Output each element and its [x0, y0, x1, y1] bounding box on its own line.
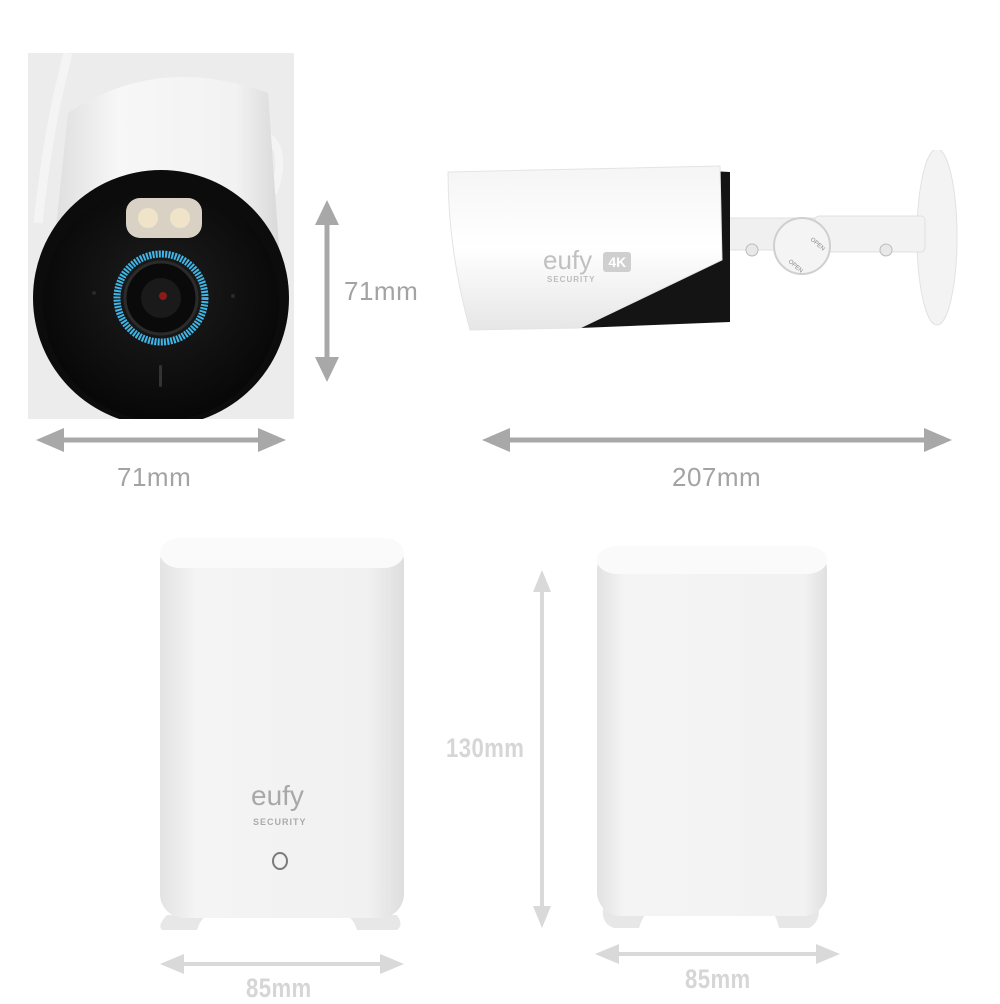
camera-side-subtext: SECURITY — [547, 275, 596, 284]
lens-ring — [113, 250, 209, 346]
brand-logo-text: eufy — [543, 245, 593, 275]
homebase-height-label: 130mm — [446, 733, 525, 763]
homebase-front-width-label: 85mm — [246, 973, 312, 1003]
homebase-front-width-arrow — [160, 952, 404, 976]
camera-height-label: 71mm — [344, 276, 419, 306]
homebase-side-width-arrow — [595, 942, 840, 966]
homebase-status-led-icon — [272, 852, 288, 870]
camera-width-label: 71mm — [117, 462, 192, 492]
camera-side-brand: eufy 4K — [543, 245, 632, 276]
camera-front-illustration — [33, 53, 289, 419]
camera-width-arrow — [36, 425, 286, 455]
homebase-front-illustration — [157, 535, 407, 945]
homebase-brand-logo: eufy — [251, 780, 304, 811]
homebase-side-illustration — [594, 543, 830, 943]
camera-length-arrow — [482, 425, 952, 455]
camera-side-illustration: OPEN OPEN — [440, 150, 960, 340]
height-dimension-arrow — [312, 200, 342, 382]
homebase-side-width-label: 85mm — [685, 964, 751, 994]
homebase-brand-subtext: SECURITY — [253, 817, 307, 827]
camera-length-label: 207mm — [672, 462, 762, 492]
adjustment-knob — [773, 217, 831, 275]
4k-badge: 4K — [603, 252, 632, 273]
homebase-height-arrow — [531, 570, 553, 928]
camera-front-photo — [28, 53, 294, 419]
